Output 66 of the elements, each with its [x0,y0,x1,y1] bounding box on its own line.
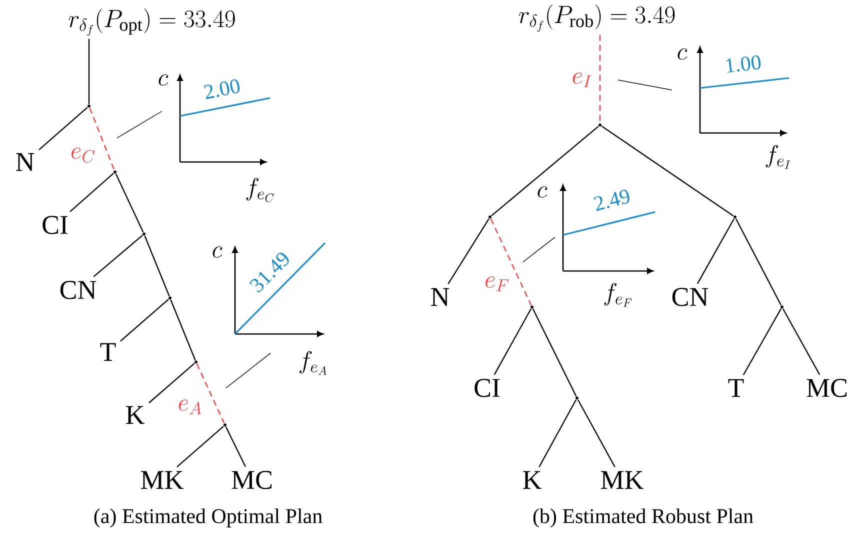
edge-label: $e_A$ [178,400,202,414]
leaf-label: T [100,343,116,361]
cost-formula: $r_{\delta_f}(P_{\mathrm{rob}}) = 3.49$ [519,4,675,32]
tree-edge [225,426,246,467]
edge-label: $e_F$ [486,276,509,292]
subcaption: (b) Estimated Robust Plan [533,508,754,528]
tree-edge [601,126,734,216]
leaf-label: CI [474,378,500,398]
tree-edge [170,300,196,360]
tree-edge [176,426,224,468]
tree-edge [70,172,114,212]
tree-edge [735,218,782,306]
leaf-label: N [431,288,450,306]
edge-label: $e_I$ [572,72,592,88]
node-label: 1.00 [726,55,761,73]
leaf-label: MC [806,378,847,398]
leaf-label: K [523,471,542,489]
tree-edge [490,218,532,306]
tree-edge [696,218,735,284]
node-label: $f_{e_I}$ [766,144,790,169]
subcaption: (a) Estimated Optimal Plan [94,508,322,528]
node-label: $f_{e_A}$ [299,350,326,375]
tree-edge [742,308,782,376]
tree-edge [538,399,577,468]
tree-edge [93,234,143,278]
tree-edge [148,362,195,404]
leaf-label: N [16,153,34,171]
tree-edge [782,308,820,376]
node-label: 2.00 [204,79,240,100]
tree-edge [577,399,616,468]
line-chart: $c$ $f_{e_F}$ 2.49 [538,184,656,307]
leader-line [226,352,271,388]
node-label: $c$ [212,246,222,258]
tree-edge [491,126,599,216]
node-label: $c$ [158,74,168,86]
node-label: $f_{e_F}$ [604,282,632,307]
tree-edge [599,34,601,123]
leaf-label: MK [141,471,184,489]
tree-edge [38,106,88,150]
tree-edge [89,108,115,170]
leader-line [116,110,162,138]
cost-formula: $r_{\delta_f}(P_{\mathrm{opt}}) = 33.49$ [68,8,235,36]
tree-edge [494,308,532,376]
tree-edge [448,218,490,284]
line-chart: $c$ $f_{e_C}$ 2.00 [158,74,274,202]
leaf-label: CN [672,288,708,306]
leaf-label: K [126,406,144,424]
leaf-label: T [728,379,744,397]
node-label: $c$ [538,186,548,198]
node-label: 2.49 [594,190,630,211]
tree-edge [120,298,169,342]
leaf-label: CN [60,280,96,300]
node-label: $c$ [678,48,688,60]
edge-label: $e_C$ [72,148,95,163]
tree-edge [115,174,144,232]
line-chart: $c$ $f_{e_I}$ 1.00 [678,46,790,169]
tree-edge [196,364,225,424]
tree-edge [88,38,90,104]
leaf-label: MC [232,470,272,490]
leader-line [618,80,672,90]
node-label: $f_{e_C}$ [246,178,274,202]
leaf-label: CI [42,216,68,234]
tree-edge [144,236,170,296]
tree-edge [532,308,577,396]
leaf-label: MK [601,471,644,489]
leader-line [522,236,556,262]
